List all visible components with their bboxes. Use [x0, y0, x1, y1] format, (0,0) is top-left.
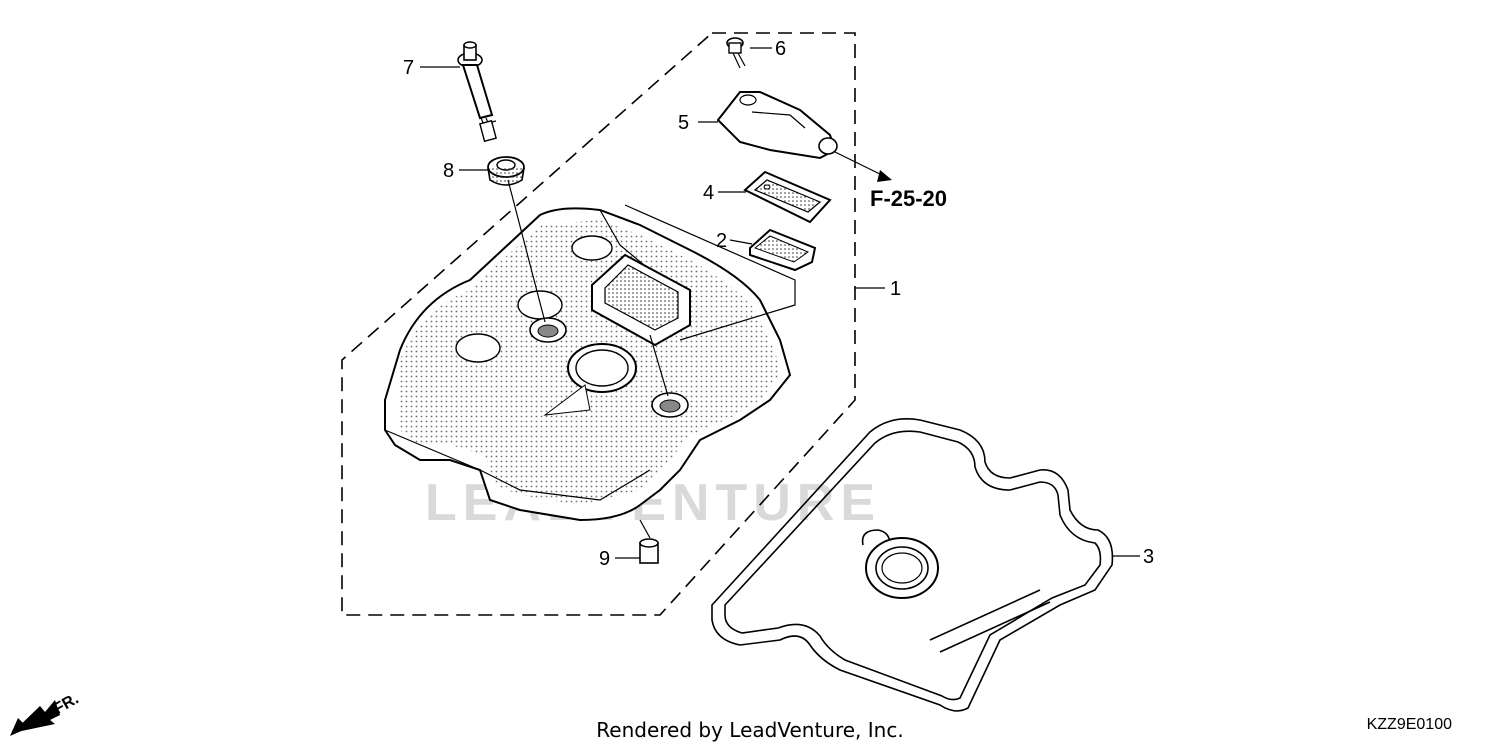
callout-7: 7: [403, 57, 414, 79]
diagram-code: KZZ9E0100: [1366, 716, 1452, 733]
reference-label[interactable]: F-25-20: [870, 186, 947, 211]
plate-2[interactable]: [749, 228, 817, 272]
bolt-6[interactable]: [726, 37, 746, 69]
callout-5: 5: [678, 112, 689, 134]
callout-4: 4: [703, 182, 714, 204]
callout-8: 8: [443, 160, 454, 182]
grommet-8[interactable]: [487, 156, 525, 186]
callout-6: 6: [775, 38, 786, 60]
assembly-boundary: [341, 32, 856, 616]
dowel-pin-9[interactable]: [639, 519, 659, 564]
footer-credit: Rendered by LeadVenture, Inc.: [596, 718, 904, 742]
callout-3: 3: [1143, 546, 1154, 568]
gasket-4[interactable]: [743, 170, 832, 224]
head-cover-gasket-3[interactable]: [711, 418, 1114, 712]
callout-2: 2: [716, 230, 727, 252]
bolt-7[interactable]: [457, 41, 497, 143]
callout-9: 9: [599, 548, 610, 570]
breather-joint-5[interactable]: [716, 91, 892, 182]
callout-1: 1: [890, 278, 901, 300]
cylinder-head-cover[interactable]: [384, 207, 792, 522]
